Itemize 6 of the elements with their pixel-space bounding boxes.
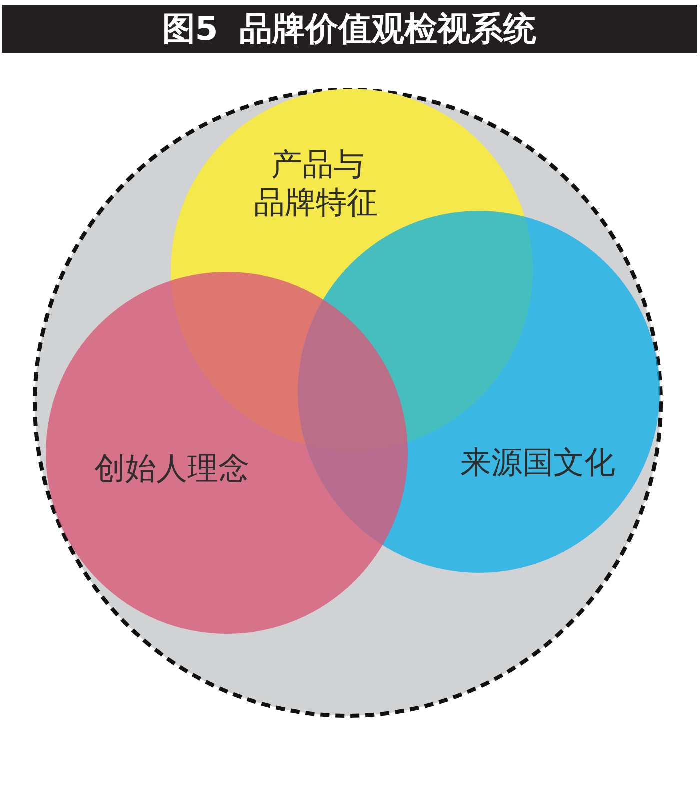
title: 图5 品牌价值观检视系统 [2, 5, 697, 53]
circle-label: 产品与品牌特征 [254, 146, 380, 222]
dashed-circle [33, 88, 663, 718]
venn-circle [46, 272, 408, 634]
circle-label: 来源国文化 [460, 444, 616, 482]
circle-label: 创始人理念 [94, 450, 250, 488]
